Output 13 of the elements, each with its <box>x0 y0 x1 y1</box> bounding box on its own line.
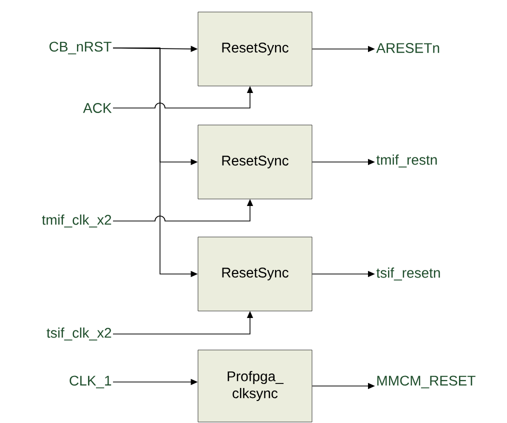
signal-label: CB_nRST <box>50 42 112 54</box>
signal-label: tsif_resetn <box>376 268 440 280</box>
block-box: ResetSync <box>198 12 312 86</box>
signal-label: ACK <box>83 103 112 113</box>
signal-label: tsif_clk_x2 <box>46 328 112 340</box>
signal-label: tmif_clk_x2 <box>42 214 112 228</box>
block-box: ResetSync <box>198 124 312 200</box>
signal-label: ARESETn <box>376 43 440 53</box>
signal-label: MMCM_RESET <box>377 376 476 388</box>
signal-label: tmif_restn <box>376 154 437 168</box>
block-box: ResetSync <box>198 236 312 312</box>
block-box: Profpga_ clksync <box>198 350 312 422</box>
signal-label: CLK_1 <box>70 376 112 388</box>
